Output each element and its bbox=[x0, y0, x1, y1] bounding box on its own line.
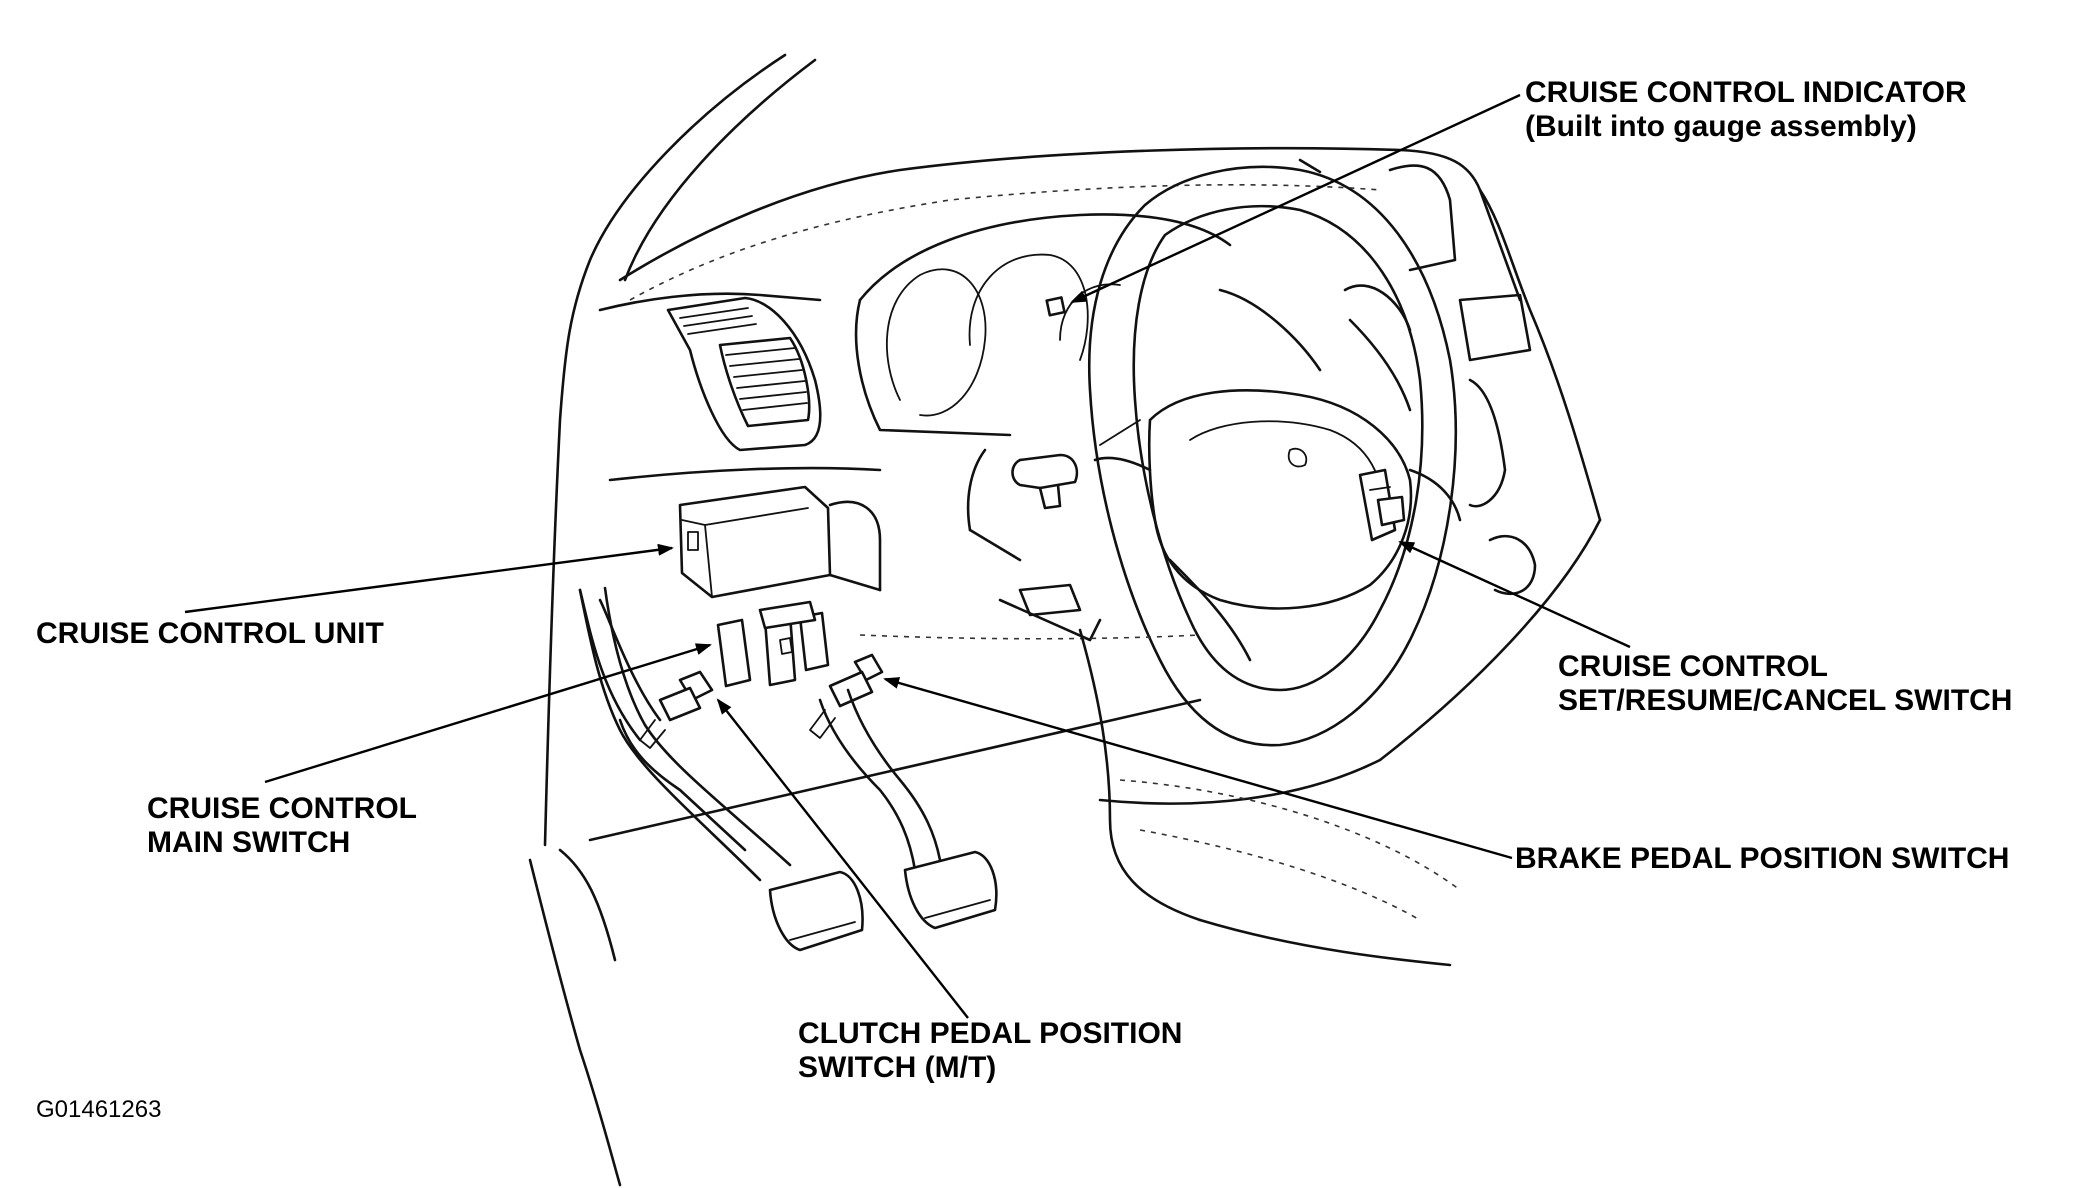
set-switch-label: CRUISE CONTROL SET/RESUME/CANCEL SWITCH bbox=[1558, 650, 2012, 718]
indicator-label-line1: CRUISE CONTROL INDICATOR bbox=[1525, 76, 1967, 109]
set-resume-switch bbox=[1358, 468, 1406, 542]
dashboard-outline bbox=[598, 146, 1602, 891]
column-stalk bbox=[966, 448, 1102, 642]
cruise-control-unit bbox=[678, 485, 882, 599]
gauge-cluster bbox=[854, 213, 1232, 446]
unit-label-line1: CRUISE CONTROL UNIT bbox=[36, 617, 384, 650]
indicator-label: CRUISE CONTROL INDICATOR (Built into gau… bbox=[1525, 76, 1967, 144]
switch-bracket bbox=[716, 600, 830, 688]
a-pillar bbox=[528, 53, 817, 1187]
leader-lines bbox=[184, 93, 1631, 1019]
main-switch-label-line2: MAIN SWITCH bbox=[147, 826, 351, 859]
brake-switch-label: BRAKE PEDAL POSITION SWITCH bbox=[1515, 842, 2009, 876]
clutch-switch-label-line2: SWITCH (M/T) bbox=[798, 1051, 997, 1084]
indicator-label-line2: (Built into gauge assembly) bbox=[1525, 110, 1917, 143]
unit-label: CRUISE CONTROL UNIT bbox=[36, 617, 384, 651]
clutch-switch-label-line1: CLUTCH PEDAL POSITION bbox=[798, 1017, 1183, 1050]
steering-wheel bbox=[1088, 165, 1462, 747]
indicator-lamp bbox=[1045, 296, 1066, 317]
clutch-pedal bbox=[578, 586, 864, 952]
figure-code: G01461263 bbox=[36, 1096, 162, 1123]
brake-switch-label-line1: BRAKE PEDAL POSITION SWITCH bbox=[1515, 842, 2010, 875]
set-switch-label-line2: SET/RESUME/CANCEL SWITCH bbox=[1558, 684, 2013, 717]
clutch-switch bbox=[639, 670, 714, 749]
brake-pedal bbox=[818, 688, 998, 930]
set-switch-label-line1: CRUISE CONTROL bbox=[1558, 650, 1828, 683]
air-vent bbox=[666, 296, 822, 452]
lower-dash bbox=[578, 588, 1452, 967]
main-switch-label-line1: CRUISE CONTROL bbox=[147, 792, 417, 825]
clutch-switch-label: CLUTCH PEDAL POSITION SWITCH (M/T) bbox=[798, 1017, 1182, 1085]
main-switch-label: CRUISE CONTROL MAIN SWITCH bbox=[147, 792, 417, 860]
brake-switch bbox=[809, 653, 884, 739]
